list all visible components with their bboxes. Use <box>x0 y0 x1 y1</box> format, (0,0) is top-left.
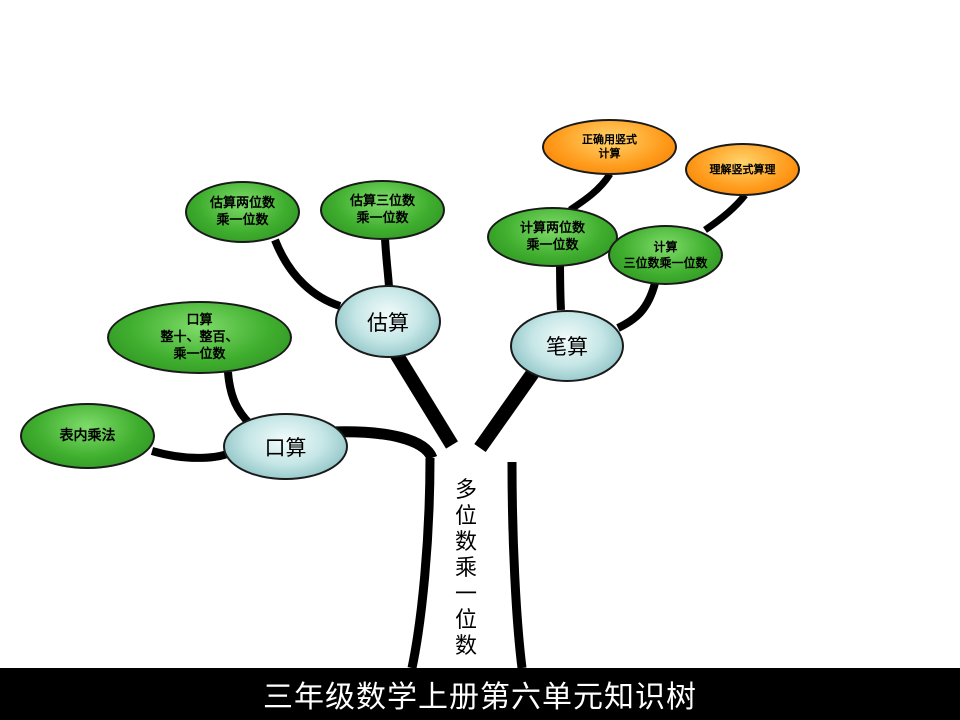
trunk-left-line <box>407 457 435 669</box>
twig-calc-three-line <box>616 281 659 332</box>
leaf-oral-tens-hundreds: 口算 整十、整百、 乘一位数 <box>107 301 292 374</box>
twig-tens-hundreds-line <box>224 371 253 427</box>
leaf-calc-three-digit: 计算 三位数乘一位数 <box>608 225 723 285</box>
branch-node-estimate: 估算 <box>335 285 441 358</box>
leaf-table-multiplication: 表内乘法 <box>20 403 155 469</box>
fruit-correct-vertical-form: 正确用竖式 计算 <box>542 119 677 175</box>
leaf-calc-two-digit: 计算两位数 乘一位数 <box>487 207 618 267</box>
twig-table-mult-line <box>150 447 234 462</box>
trunk-right-line <box>507 461 527 669</box>
slide-title-bar: 三年级数学上册第六单元知识树 <box>0 668 960 720</box>
trunk-label-char: 位 <box>454 504 477 529</box>
stem-correct-use-line <box>568 172 613 213</box>
branch-estimate-line <box>389 348 458 449</box>
trunk-label-char: 乘 <box>454 556 477 581</box>
twig-est-two-line <box>271 238 342 310</box>
fruit-understand-vertical-form: 理解竖式算理 <box>685 143 800 196</box>
trunk-label: 多位数乘一位数 <box>446 478 486 660</box>
branch-node-oral: 口算 <box>223 413 348 480</box>
branch-oral-line <box>329 426 438 461</box>
trunk-label-char: 数 <box>454 530 477 555</box>
trunk-label-char: 一 <box>454 582 477 607</box>
trunk-label-char: 多 <box>454 478 477 503</box>
trunk-label-char: 位 <box>454 608 477 633</box>
branch-written-line <box>474 365 541 453</box>
trunk-label-char: 数 <box>454 634 477 659</box>
leaf-estimate-two-digit: 估算两位数 乘一位数 <box>185 181 300 243</box>
twig-est-three-line <box>381 237 393 288</box>
branch-node-written: 笔算 <box>510 310 624 382</box>
stem-understand-line <box>703 192 748 233</box>
leaf-estimate-three-digit: 估算三位数 乘一位数 <box>320 180 445 240</box>
slide-title: 三年级数学上册第六单元知识树 <box>263 680 697 715</box>
